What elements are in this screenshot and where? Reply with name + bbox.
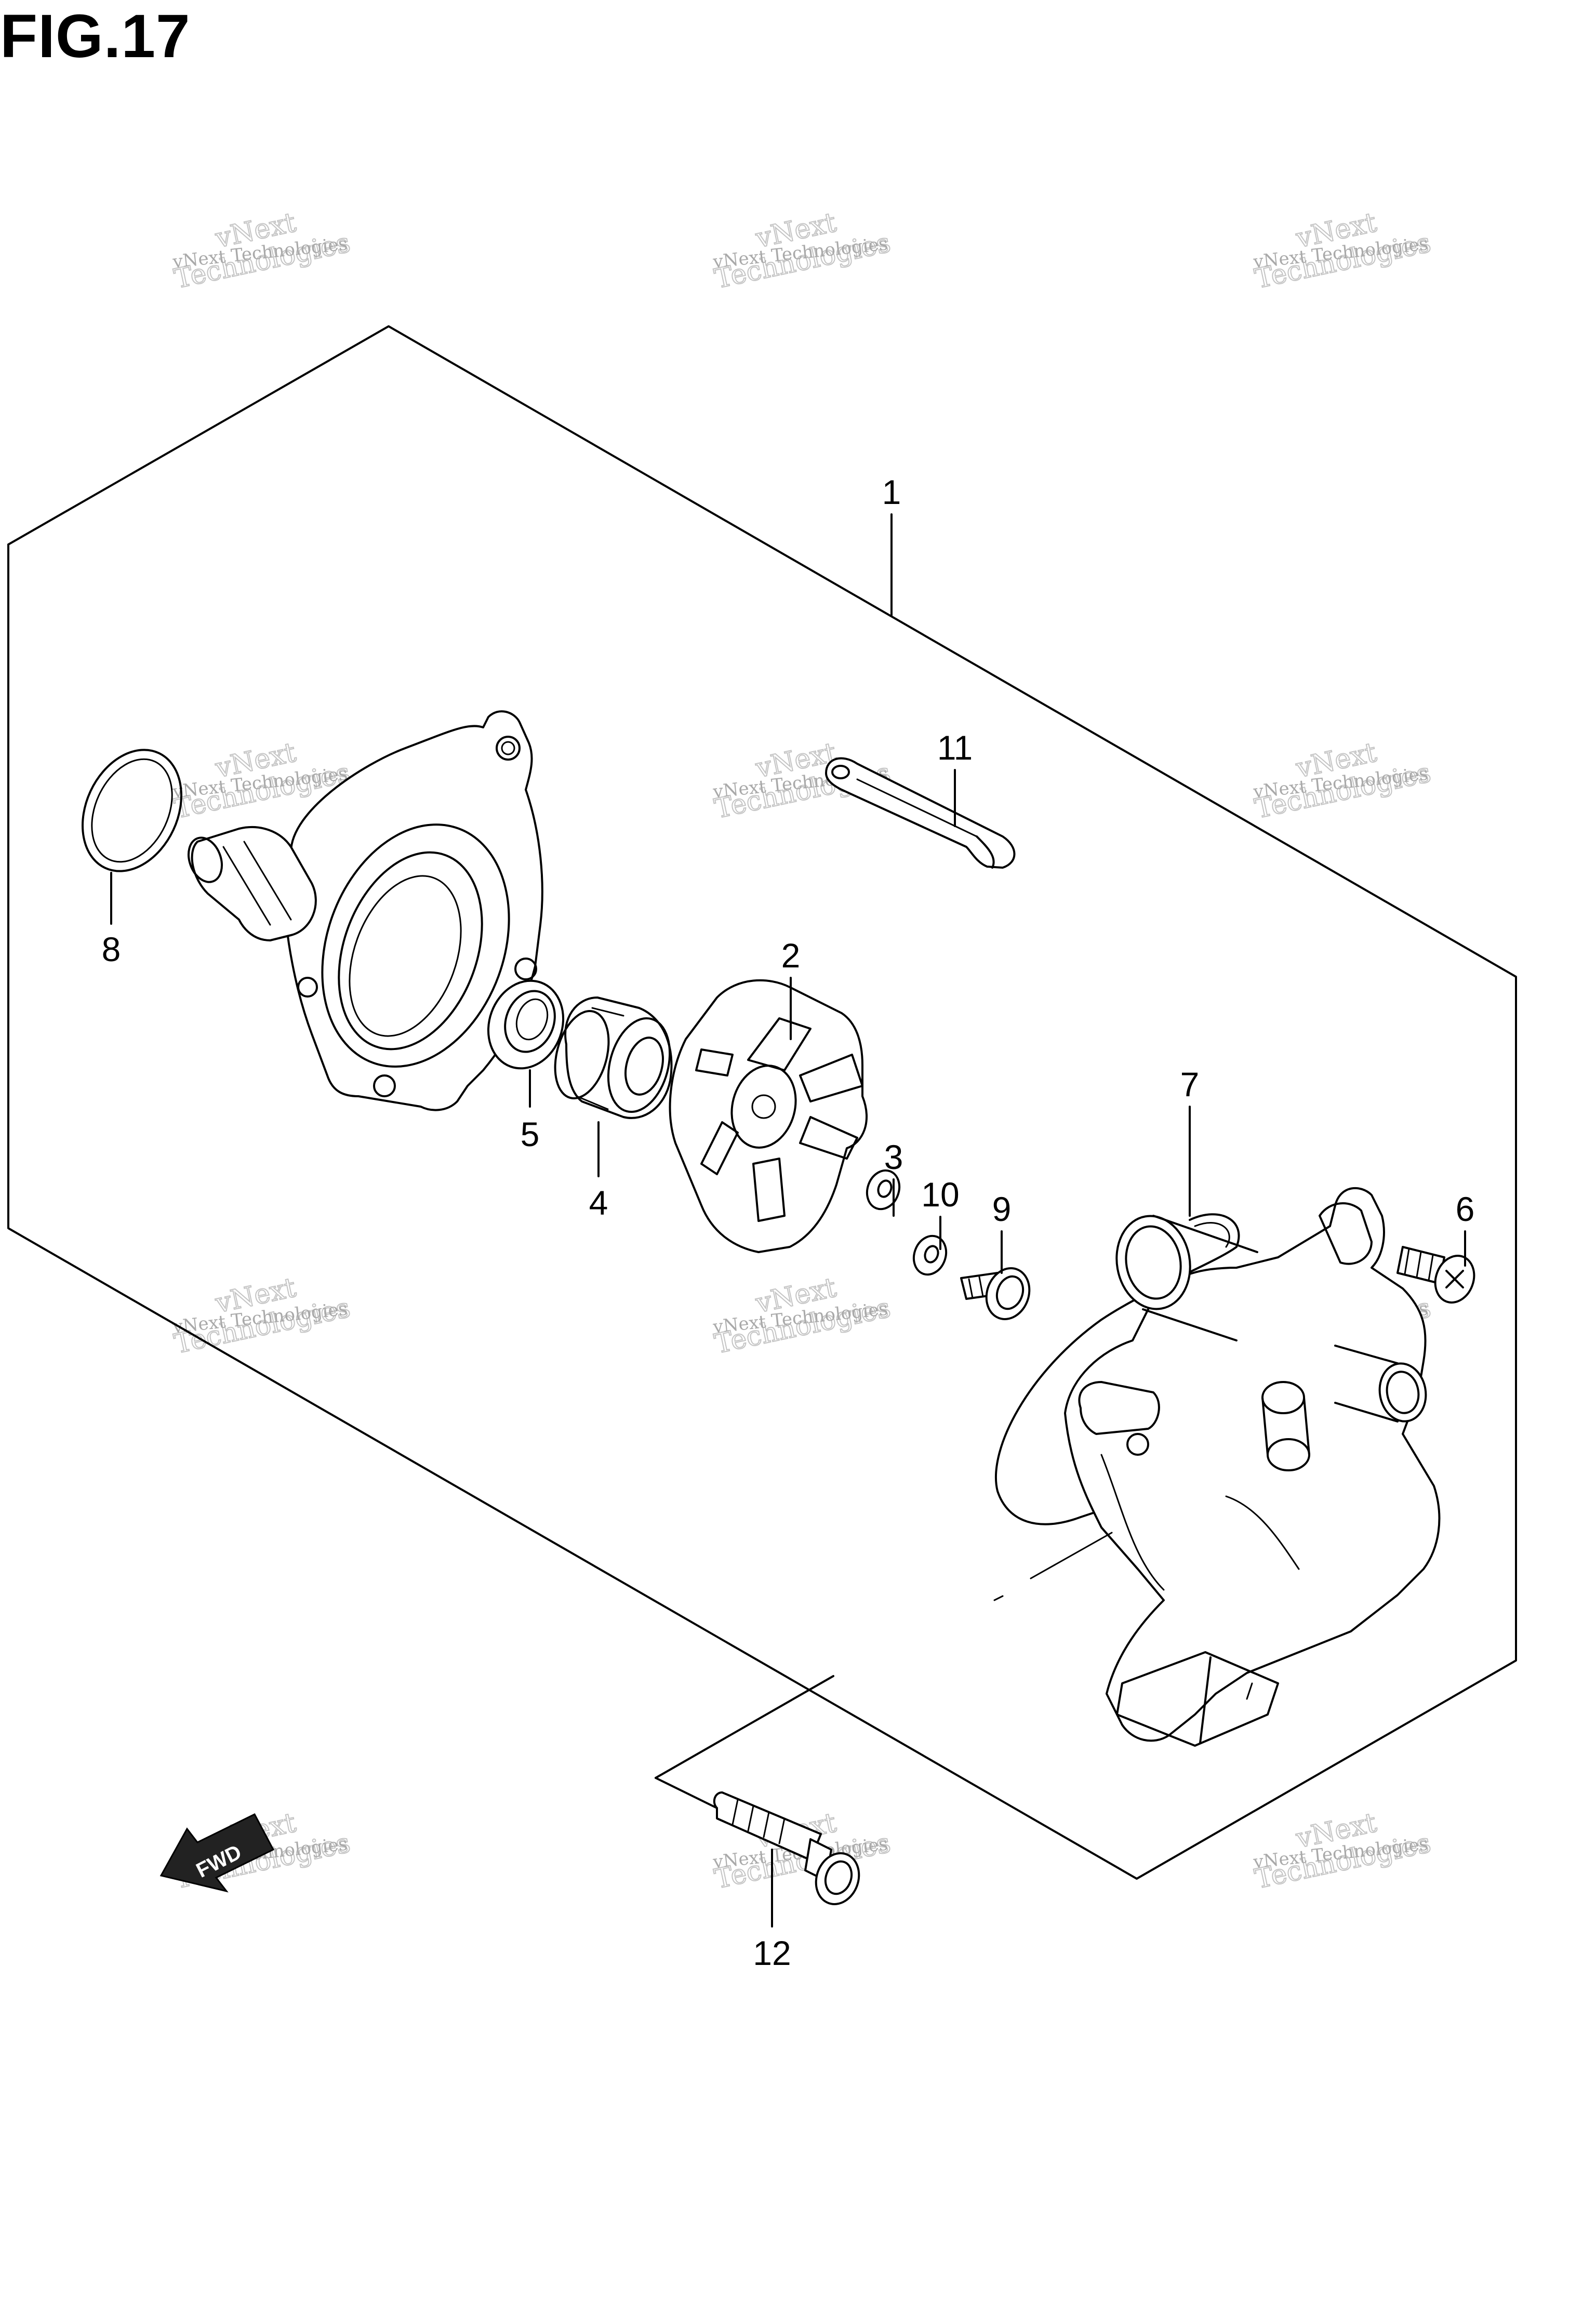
callout-2: 2 bbox=[781, 936, 801, 975]
part-9-bolt[interactable] bbox=[960, 1262, 1036, 1325]
figure-title: FIG.17 bbox=[0, 2, 191, 71]
part-12-bracket bbox=[655, 1532, 1113, 1809]
callout-12: 12 bbox=[753, 1934, 791, 1972]
callout-3: 3 bbox=[884, 1138, 903, 1176]
pump-housing[interactable] bbox=[183, 710, 543, 1111]
callout-8: 8 bbox=[102, 930, 121, 968]
part-3-washer[interactable] bbox=[862, 1166, 905, 1214]
part-12-bolt[interactable] bbox=[713, 1791, 866, 1910]
leader-lines bbox=[110, 513, 1466, 1928]
callout-10: 10 bbox=[921, 1175, 959, 1214]
part-6-screw[interactable] bbox=[1396, 1246, 1481, 1308]
callout-11: 11 bbox=[937, 728, 973, 767]
assembly-boundary bbox=[7, 325, 1517, 1880]
fwd-arrow-icon: FWD bbox=[159, 1813, 275, 1893]
part-11-clamp[interactable] bbox=[825, 757, 1016, 869]
part-2-impeller[interactable] bbox=[669, 979, 868, 1253]
callout-5: 5 bbox=[521, 1115, 540, 1153]
callout-9: 9 bbox=[992, 1190, 1012, 1228]
part-4-mechanical-seal[interactable] bbox=[546, 996, 680, 1119]
callout-labels: 1 2 3 4 5 6 7 8 9 10 11 12 bbox=[102, 473, 1475, 1972]
callout-1: 1 bbox=[882, 473, 901, 511]
callout-4: 4 bbox=[589, 1184, 608, 1222]
part-8-o-ring[interactable] bbox=[64, 734, 201, 887]
pump-cover[interactable] bbox=[1064, 1187, 1441, 1747]
part-10-washer[interactable] bbox=[909, 1231, 951, 1279]
callout-7: 7 bbox=[1180, 1065, 1200, 1104]
part-5-seal[interactable] bbox=[476, 970, 575, 1079]
callout-6: 6 bbox=[1456, 1190, 1475, 1228]
